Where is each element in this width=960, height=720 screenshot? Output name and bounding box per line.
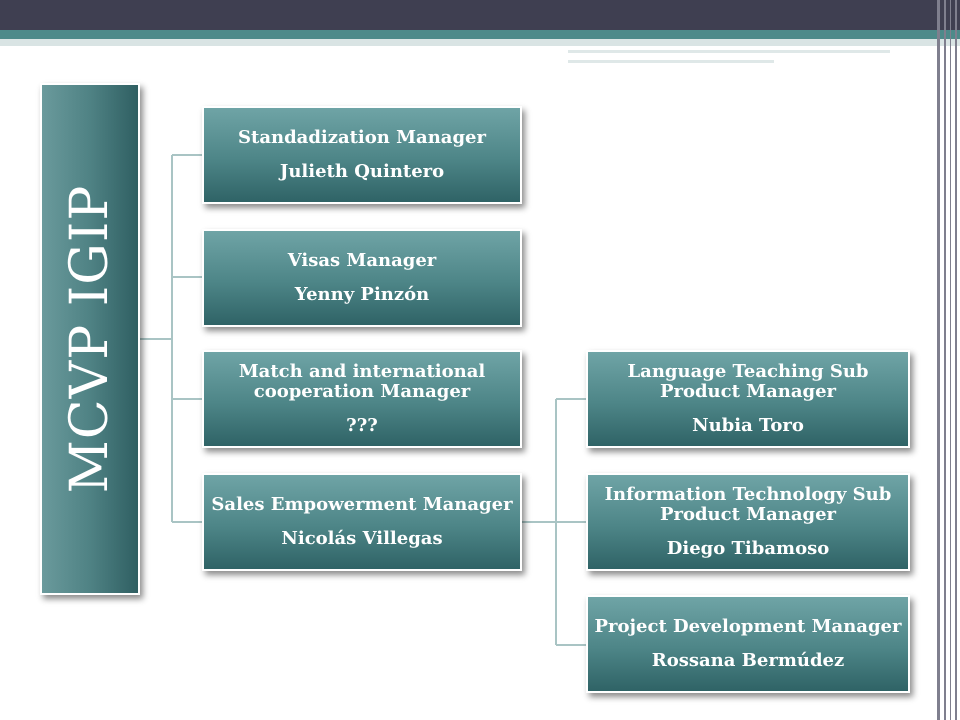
right-edge-lines [935, 0, 960, 720]
node-sales-empowerment-manager: Sales Empowerment Manager Nicolás Villeg… [202, 473, 522, 571]
node-title: Project Development Manager [594, 616, 902, 637]
node-person: Nicolás Villegas [281, 528, 443, 549]
node-person: Diego Tibamoso [666, 538, 830, 559]
node-information-technology-manager: Information Technology Sub Product Manag… [586, 473, 910, 571]
node-person: Yenny Pinzón [294, 284, 430, 305]
header-pale-strip [0, 39, 960, 46]
root-label: MCVP IGIP [60, 184, 120, 494]
root-node: MCVP IGIP [40, 83, 140, 595]
node-person: Nubia Toro [692, 415, 804, 436]
node-title: Sales Empowerment Manager [211, 494, 513, 515]
node-project-development-manager: Project Development Manager Rossana Berm… [586, 595, 910, 693]
node-person: ??? [346, 415, 378, 436]
node-standardization-manager: Standadization Manager Julieth Quintero [202, 106, 522, 204]
node-title: Standadization Manager [238, 127, 486, 148]
top-bar [0, 0, 960, 30]
node-title: Language Teaching Sub Product Manager [627, 361, 869, 402]
node-title: Visas Manager [287, 250, 437, 271]
node-title: Match and international cooperation Mana… [238, 361, 486, 402]
node-visas-manager: Visas Manager Yenny Pinzón [202, 229, 522, 327]
header-teal-strip [0, 30, 960, 39]
node-title: Information Technology Sub Product Manag… [604, 484, 892, 525]
node-person: Rossana Bermúdez [651, 650, 845, 671]
node-person: Julieth Quintero [279, 161, 445, 182]
node-language-teaching-manager: Language Teaching Sub Product Manager Nu… [586, 350, 910, 448]
header-accent-line-short [568, 60, 774, 63]
header-accent-line [568, 50, 890, 53]
node-match-cooperation-manager: Match and international cooperation Mana… [202, 350, 522, 448]
